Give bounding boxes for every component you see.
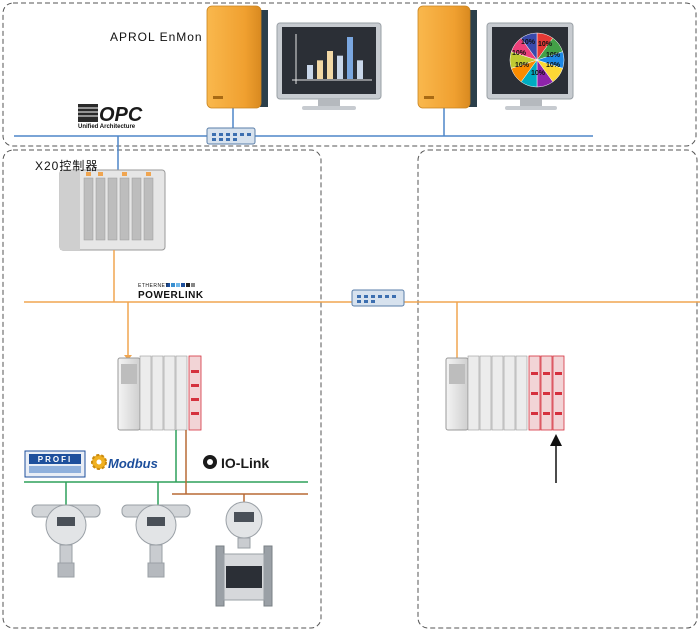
opc-subtitle: Unified Architecture xyxy=(78,124,136,130)
powerlink-label: POWERLINK xyxy=(138,290,204,301)
modbus-gear-icon xyxy=(91,454,107,470)
opc-logo-text: OPC xyxy=(99,104,143,126)
bar xyxy=(307,65,313,79)
aprol-zone-frame xyxy=(2,2,697,147)
iolink-label: IO-Link xyxy=(221,455,270,471)
monitor-1 xyxy=(276,22,382,110)
server-2 xyxy=(417,5,477,109)
io-station-1 xyxy=(117,355,202,431)
pressure-transmitter-2 xyxy=(121,504,191,578)
flow-meter xyxy=(215,501,273,607)
bar xyxy=(357,60,363,79)
bar xyxy=(317,60,323,79)
pressure-transmitter-1 xyxy=(31,504,101,578)
input-arrow-head xyxy=(550,434,562,446)
top-switch xyxy=(206,127,256,145)
monitor-2 xyxy=(486,22,574,110)
modbus-label: Modbus xyxy=(108,456,158,471)
opc-logo: OPC xyxy=(78,104,143,126)
io-station-2 xyxy=(445,355,565,431)
remote-zone-frame xyxy=(417,149,698,629)
bar xyxy=(327,51,333,79)
pie-label: 10% xyxy=(531,70,546,77)
profi-logo: PROFI xyxy=(24,450,86,478)
server-1 xyxy=(206,5,268,109)
bar xyxy=(337,55,343,79)
iolink-icon xyxy=(203,455,217,469)
powerlink-logo xyxy=(166,283,195,287)
powerlink-switch xyxy=(351,289,405,307)
pie-label: 10% xyxy=(538,41,553,48)
pie-label: 10% xyxy=(546,52,561,59)
pie-slice xyxy=(520,32,538,61)
powerlink-ethernet-label: ETHERNET xyxy=(138,283,169,289)
bar xyxy=(347,37,353,79)
pie-label: 10% xyxy=(546,62,561,69)
pie-label: 10% xyxy=(515,62,530,69)
aprol-enmon-label: APROL EnMon xyxy=(110,30,203,44)
bar-series xyxy=(307,37,363,79)
pie-series xyxy=(509,32,565,88)
x20-controller xyxy=(59,169,166,251)
pie-label: 10% xyxy=(521,39,536,46)
pie-label: 10% xyxy=(512,50,527,57)
x20-zone-frame xyxy=(2,149,322,629)
profi-logo-text: PROFI xyxy=(38,455,72,464)
x20-controller-label: X20控制器 xyxy=(35,159,99,173)
